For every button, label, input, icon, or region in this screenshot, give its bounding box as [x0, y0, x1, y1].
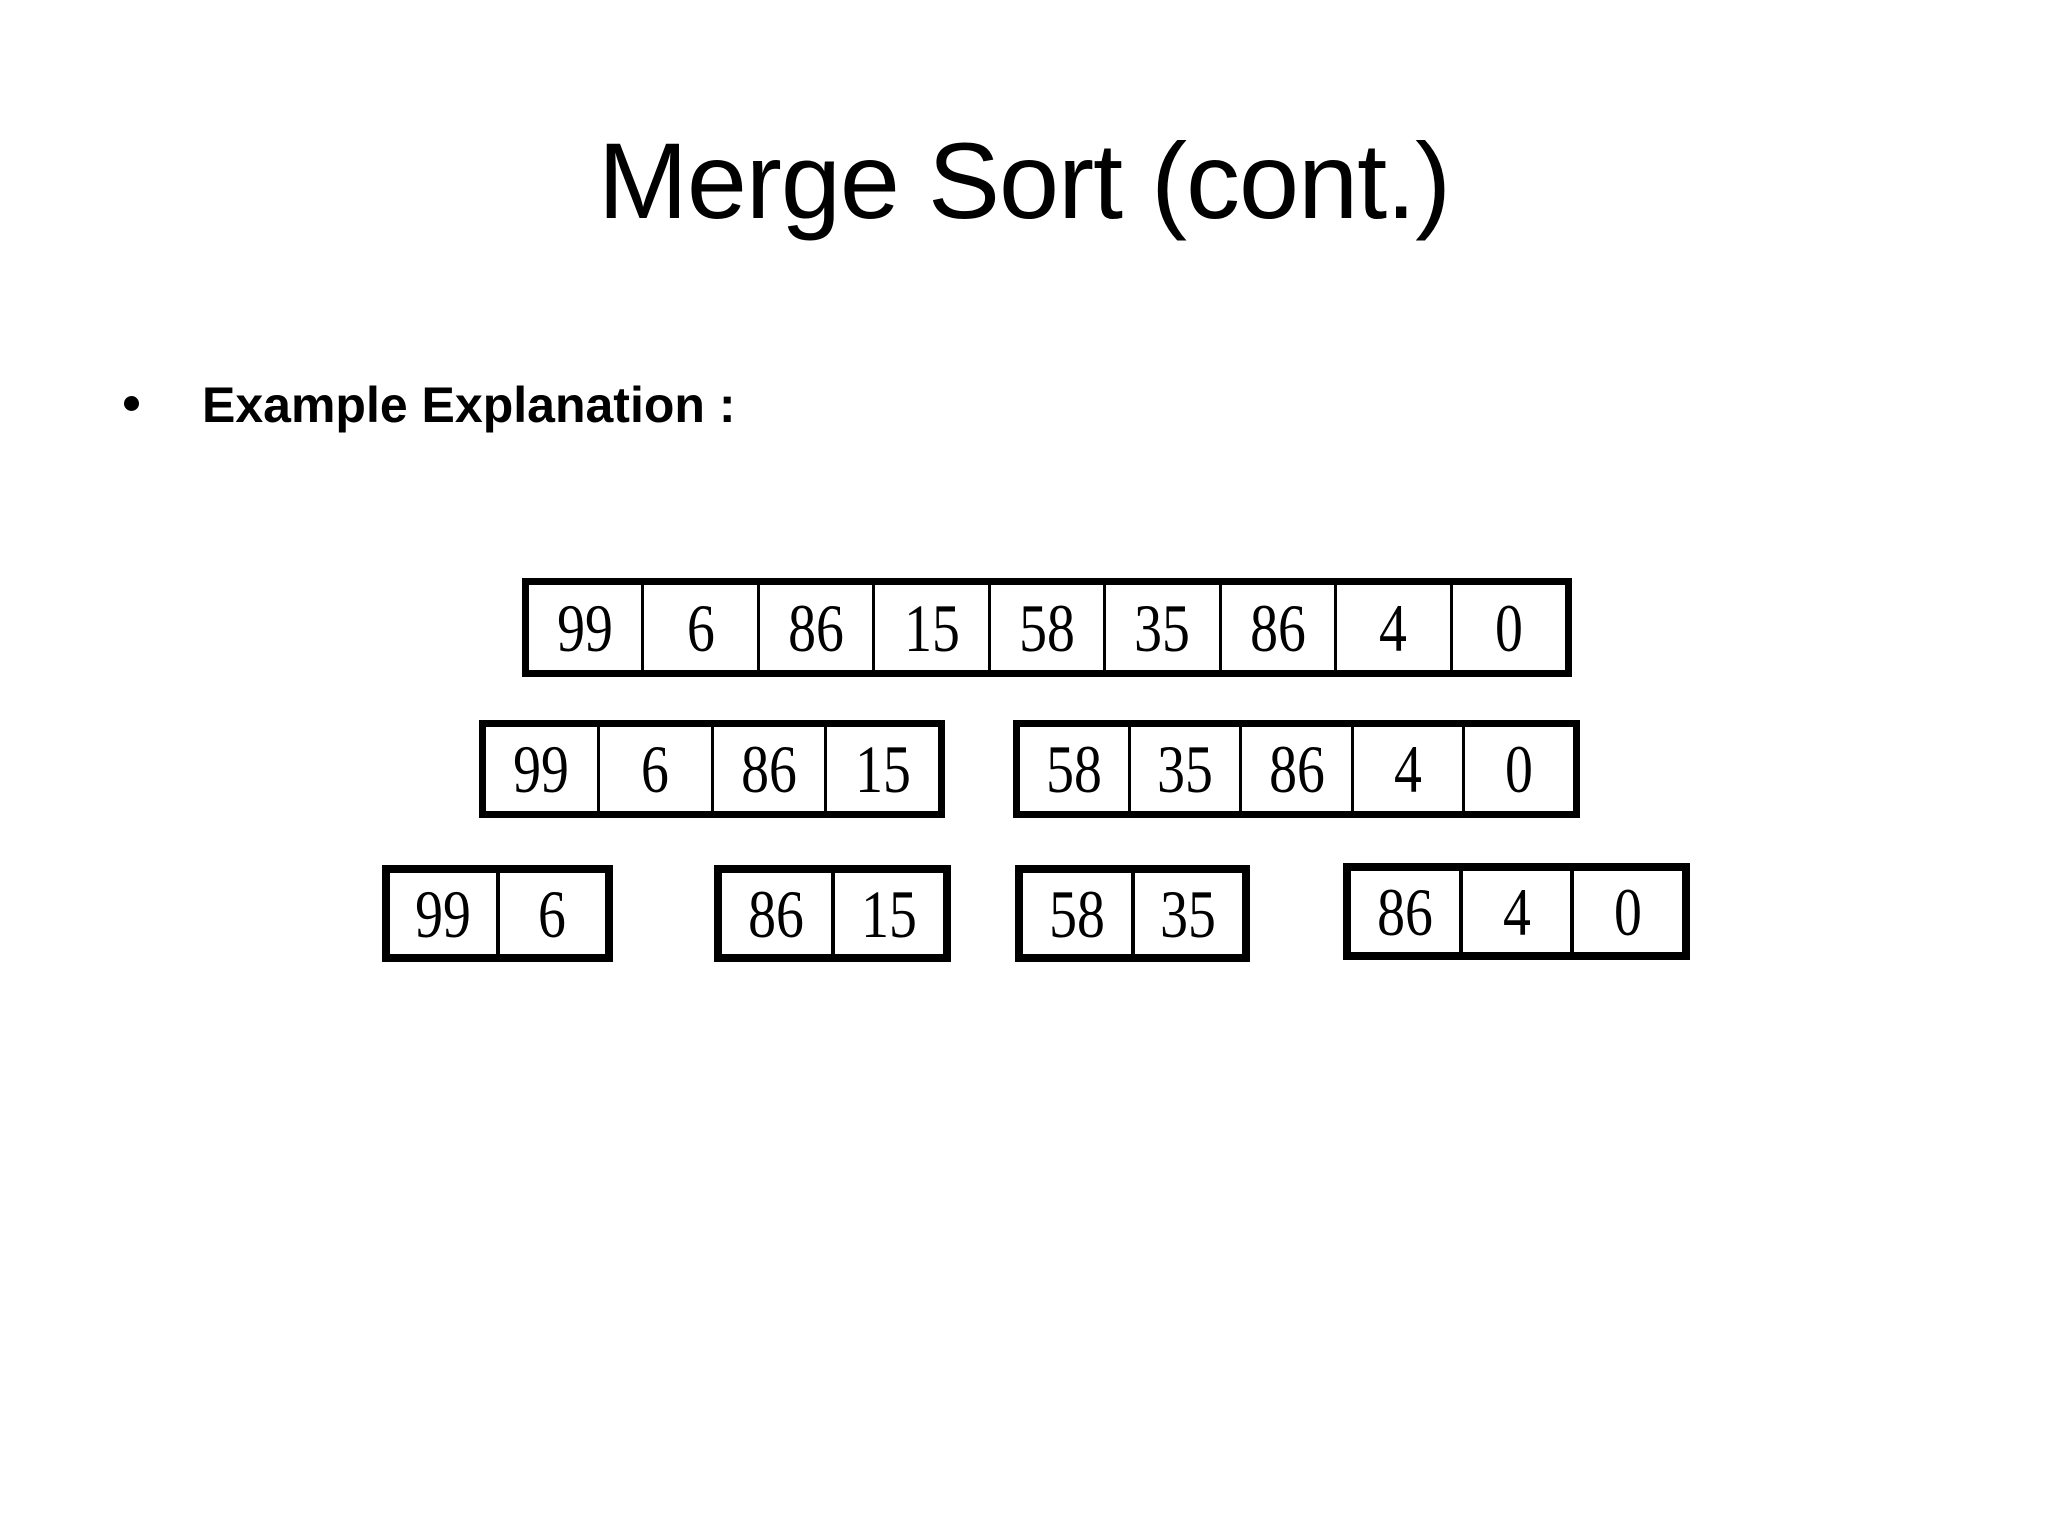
array-cell-value: 86	[1268, 731, 1325, 807]
array-cell: 99	[390, 873, 496, 954]
array-cell: 58	[987, 585, 1103, 670]
array-cell: 15	[830, 873, 944, 954]
array-cell: 58	[1020, 727, 1128, 811]
array-cell: 86	[722, 873, 831, 954]
array-cell-value: 6	[686, 589, 715, 666]
array-cell-value: 15	[903, 589, 960, 666]
array-cell: 35	[1130, 873, 1243, 954]
array-level3-second: 86 15	[714, 865, 951, 962]
array-cell-value: 58	[1019, 589, 1075, 666]
array-level2-right-half: 58 35 86 4 0	[1013, 720, 1580, 818]
array-cell: 86	[1351, 871, 1459, 952]
array-cell: 4	[1334, 585, 1449, 670]
array-cell-value: 6	[641, 731, 670, 807]
array-cell-value: 4	[1502, 873, 1531, 950]
array-cell: 0	[1449, 585, 1565, 670]
array-cell: 6	[641, 585, 756, 670]
array-cell-value: 86	[748, 875, 805, 952]
array-cell: 15	[872, 585, 987, 670]
array-cell: 35	[1128, 727, 1239, 811]
array-cell-value: 99	[414, 875, 471, 952]
array-cell-value: 99	[513, 731, 570, 807]
array-cell-value: 35	[1134, 589, 1191, 666]
array-cell: 58	[1023, 873, 1131, 954]
bullet-text: Example Explanation :	[202, 377, 736, 433]
array-cell: 6	[596, 727, 711, 811]
array-cell-value: 86	[1376, 873, 1433, 950]
array-cell: 99	[486, 727, 597, 811]
array-cell-value: 86	[1249, 589, 1306, 666]
array-cell: 0	[1461, 727, 1573, 811]
array-level3-third: 58 35	[1015, 865, 1250, 962]
array-cell: 99	[529, 585, 641, 670]
array-level3-fourth: 86 4 0	[1343, 863, 1690, 960]
array-cell: 86	[756, 585, 872, 670]
array-cell-value: 4	[1393, 731, 1422, 807]
array-cell-value: 0	[1494, 589, 1523, 666]
array-cell-value: 86	[788, 589, 844, 666]
array-level1-full: 99 6 86 15 58 35 86 4 0	[522, 578, 1572, 677]
array-cell-value: 15	[860, 875, 917, 952]
array-cell: 35	[1103, 585, 1218, 670]
array-cell: 4	[1458, 871, 1571, 952]
array-cell-value: 86	[740, 731, 797, 807]
array-cell: 86	[1239, 727, 1350, 811]
array-cell: 86	[1218, 585, 1334, 670]
array-cell-value: 4	[1379, 589, 1408, 666]
slide-title: Merge Sort (cont.)	[597, 120, 1451, 241]
array-level3-first: 99 6	[382, 865, 613, 962]
bullet-marker-icon	[124, 396, 139, 411]
array-cell-value: 35	[1157, 731, 1214, 807]
array-cell-value: 0	[1504, 731, 1533, 807]
array-cell: 4	[1350, 727, 1462, 811]
array-cell-value: 0	[1614, 873, 1643, 950]
array-cell: 15	[824, 727, 938, 811]
array-cell-value: 15	[854, 731, 911, 807]
array-cell: 86	[710, 727, 825, 811]
array-cell: 6	[495, 873, 606, 954]
array-cell-value: 58	[1046, 731, 1102, 807]
array-level2-left-half: 99 6 86 15	[479, 720, 945, 818]
array-cell-value: 99	[557, 589, 614, 666]
array-cell: 0	[1570, 871, 1682, 952]
array-cell-value: 58	[1048, 875, 1105, 952]
array-cell-value: 35	[1160, 875, 1217, 952]
array-cell-value: 6	[538, 875, 567, 952]
